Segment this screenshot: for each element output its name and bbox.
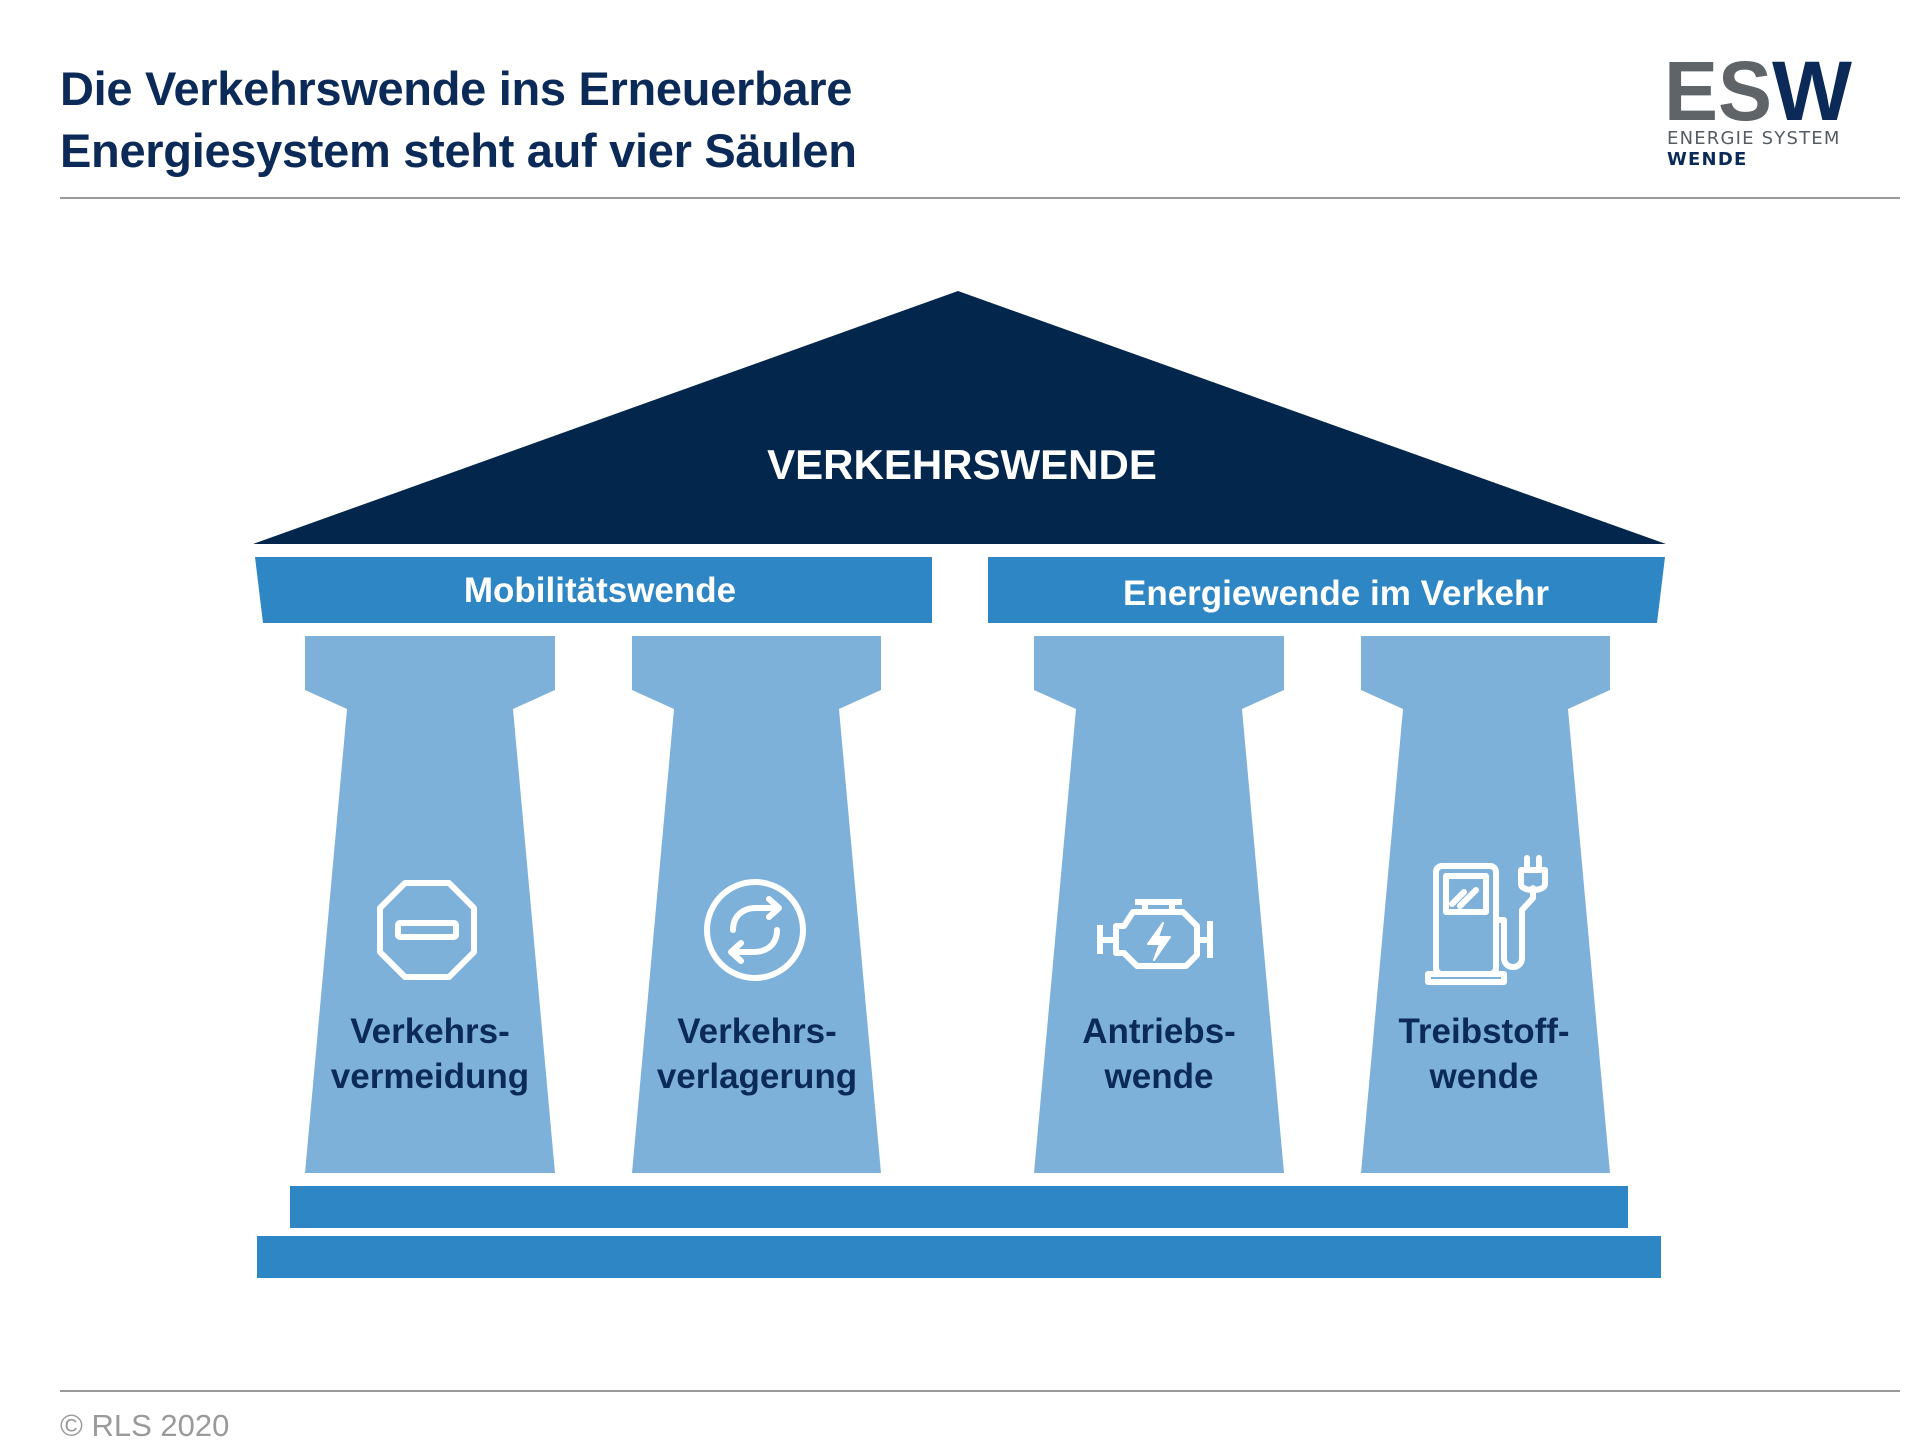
- header-divider: [60, 197, 1900, 199]
- pillar-label-line-1: Treibstoff-: [1398, 1012, 1569, 1051]
- pillar-label-line-2: wende: [1429, 1057, 1539, 1096]
- footer-divider: [60, 1390, 1900, 1392]
- stop-sign-icon: [377, 880, 477, 980]
- beam-energiewende: [988, 557, 1665, 623]
- logo-subtitle: ENERGIE SYSTEM WENDE: [1667, 128, 1841, 170]
- pillar-label-line-2: wende: [1104, 1057, 1214, 1096]
- logo-subtitle-line-2: WENDE: [1667, 149, 1748, 170]
- pillar-shape: [305, 636, 555, 1173]
- page-title-line-1: Die Verkehrswende ins Erneuerbare: [60, 62, 853, 115]
- beam-label-energiewende: Energiewende im Verkehr: [1123, 574, 1549, 613]
- pillar-label-line-2: verlagerung: [657, 1057, 857, 1096]
- beam-mobilitaetswende: [255, 557, 932, 623]
- page-title-line-2: Energiesystem steht auf vier Säulen: [60, 124, 857, 177]
- temple-diagram: VERKEHRSWENDE Mobilitätswende Energiewen…: [253, 291, 1666, 1278]
- copyright-footer: © RLS 2020: [60, 1408, 230, 1443]
- pillar-treibstoffwende: Treibstoff- wende: [1361, 636, 1610, 1173]
- esw-logo-mark: ES W: [1664, 54, 1853, 134]
- pillar-label-line-2: vermeidung: [331, 1057, 529, 1096]
- pillar-verkehrsvermeidung: Verkehrs- vermeidung: [305, 636, 555, 1173]
- charging-station-icon: [1425, 855, 1548, 985]
- logo-letter-w: W: [1772, 54, 1853, 134]
- base-step-lower: [257, 1236, 1661, 1278]
- roof: [253, 291, 1666, 544]
- beam-label-mobilitaetswende: Mobilitätswende: [464, 571, 736, 610]
- pillar-antriebswende: Antriebs- wende: [1034, 636, 1284, 1173]
- pillar-shape: [632, 636, 881, 1173]
- pillar-label-line-1: Verkehrs-: [677, 1012, 837, 1051]
- logo-letters-es: ES: [1664, 54, 1772, 134]
- electric-engine-icon: [1097, 899, 1213, 969]
- logo-subtitle-line-1: ENERGIE SYSTEM: [1667, 128, 1841, 149]
- exchange-arrows-icon: [704, 879, 806, 981]
- pillar-verkehrsverlagerung: Verkehrs- verlagerung: [632, 636, 881, 1173]
- pillar-label-line-1: Verkehrs-: [350, 1012, 510, 1051]
- esw-logo: ES W: [1660, 54, 1860, 174]
- roof-label: VERKEHRSWENDE: [767, 441, 1157, 488]
- base-step-upper: [290, 1186, 1628, 1228]
- pillar-label-line-1: Antriebs-: [1082, 1012, 1236, 1051]
- page-title: Die Verkehrswende ins Erneuerbare Energi…: [60, 58, 857, 182]
